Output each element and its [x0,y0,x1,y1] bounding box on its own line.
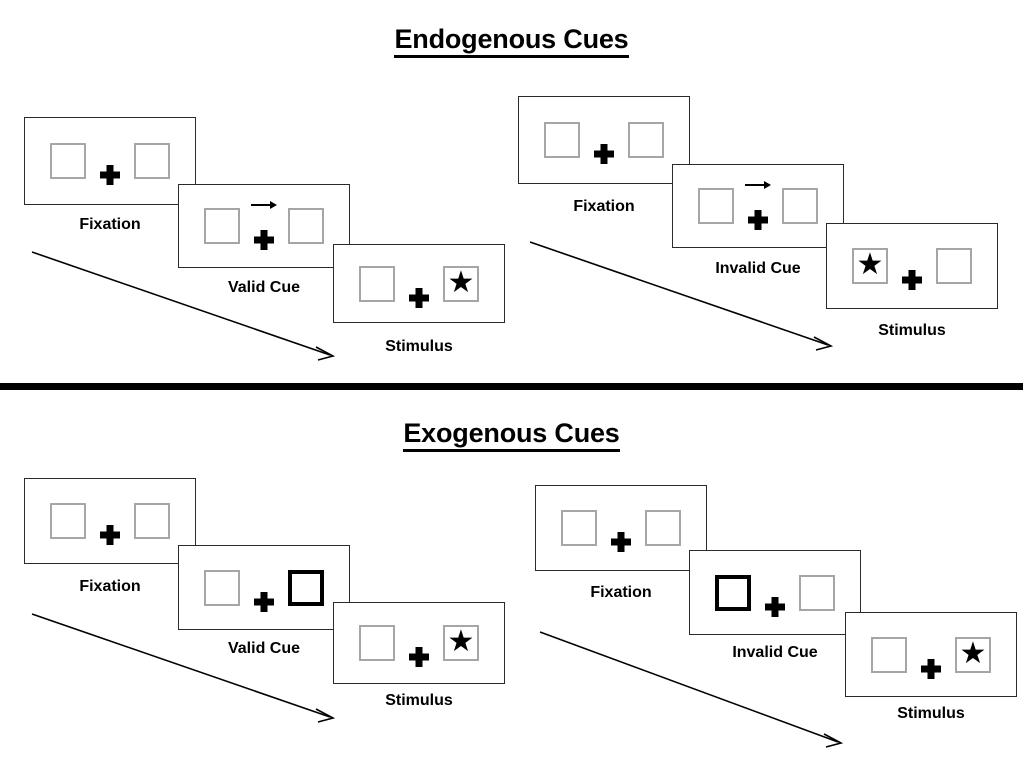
trial-frame-stimulus[interactable]: ★ [826,223,998,309]
fixation-center [751,569,799,617]
fixation-center [597,504,645,552]
time-flow-arrow-icon [30,610,345,728]
fixation-center [86,137,134,185]
plus-cross-icon [611,532,631,552]
target-box-right: ★ [443,625,479,661]
placeholder-box-left [50,143,86,179]
frame-label-invalid-cue: Invalid Cue [715,260,801,277]
frame-label-fixation: Fixation [573,198,635,215]
frame-label-fixation: Fixation [590,584,652,601]
fixation-center [888,242,936,290]
fixation-center [907,631,955,679]
frame-label-valid-cue: Valid Cue [227,640,301,657]
plus-cross-icon [765,597,785,617]
target-box-left: ★ [852,248,888,284]
placeholder-box-right [799,574,835,611]
section-title-exogenous: Exogenous Cues [0,418,1023,452]
placeholder-box-right [645,510,681,546]
placeholder-box-left [359,265,395,302]
placeholder-box-right [628,122,664,158]
plus-cross-icon [100,165,120,185]
placeholder-box-left [204,208,240,244]
placeholder-box-right [782,188,818,224]
target-box-right: ★ [955,636,991,673]
frame-label-stimulus: Stimulus [878,322,946,339]
placeholder-box-right [134,503,170,539]
placeholder-box-right [134,143,170,179]
frame-label-invalid-cue: Invalid Cue [732,644,818,661]
placeholder-box-left [698,188,734,224]
trial-frame-valid-cue[interactable] [178,545,350,630]
arrow-right-icon [745,180,771,190]
star-icon: ★ [959,636,987,670]
fixation-center [240,564,288,612]
cue-center [734,180,782,230]
trial-frame-fixation[interactable] [24,478,196,564]
frame-label-fixation: Fixation [79,216,141,233]
placeholder-box-right [936,248,972,284]
placeholder-box-left [204,569,240,606]
placeholder-box-left [561,510,597,546]
plus-cross-icon [254,230,274,250]
frame-label-valid-cue: Valid Cue [227,279,301,296]
placeholder-box-right [288,208,324,244]
frame-label-fixation: Fixation [79,578,141,595]
time-flow-arrow-icon [538,628,853,754]
placeholder-box-left [50,503,86,539]
arrow-right-icon [251,200,277,210]
fixation-center [395,260,443,308]
fixation-center [86,497,134,545]
target-box-right: ★ [443,265,479,302]
frame-label-stimulus: Stimulus [385,338,453,355]
placeholder-box-left [871,636,907,673]
plus-cross-icon [409,647,429,667]
cued-box-left [715,574,751,611]
plus-cross-icon [254,592,274,612]
frame-label-stimulus: Stimulus [897,705,965,722]
plus-cross-icon [409,288,429,308]
frame-label-stimulus: Stimulus [385,692,453,709]
plus-cross-icon [594,144,614,164]
cued-box-right [288,569,324,606]
star-icon: ★ [447,625,475,658]
plus-cross-icon [748,210,768,230]
plus-cross-icon [902,270,922,290]
trial-frame-fixation[interactable] [535,485,707,571]
star-icon: ★ [447,265,475,299]
cue-center [240,200,288,250]
section-divider [0,383,1023,390]
trial-frame-stimulus[interactable]: ★ [333,244,505,323]
fixation-center [395,619,443,667]
placeholder-box-left [359,625,395,661]
trial-frame-stimulus[interactable]: ★ [845,612,1017,697]
time-flow-arrow-icon [30,248,345,366]
trial-frame-stimulus[interactable]: ★ [333,602,505,684]
trial-frame-fixation[interactable] [518,96,690,184]
plus-cross-icon [921,659,941,679]
section-title-endogenous: Endogenous Cues [0,24,1023,58]
trial-frame-fixation[interactable] [24,117,196,205]
section-exogenous: Exogenous Cues Fixation [0,390,1023,767]
plus-cross-icon [100,525,120,545]
fixation-center [580,116,628,164]
time-flow-arrow-icon [528,238,843,356]
trial-frame-invalid-cue[interactable] [672,164,844,248]
star-icon: ★ [856,248,884,281]
section-endogenous: Endogenous Cues Fixation [0,0,1023,383]
placeholder-box-left [544,122,580,158]
trial-frame-invalid-cue[interactable] [689,550,861,635]
trial-frame-valid-cue[interactable] [178,184,350,268]
